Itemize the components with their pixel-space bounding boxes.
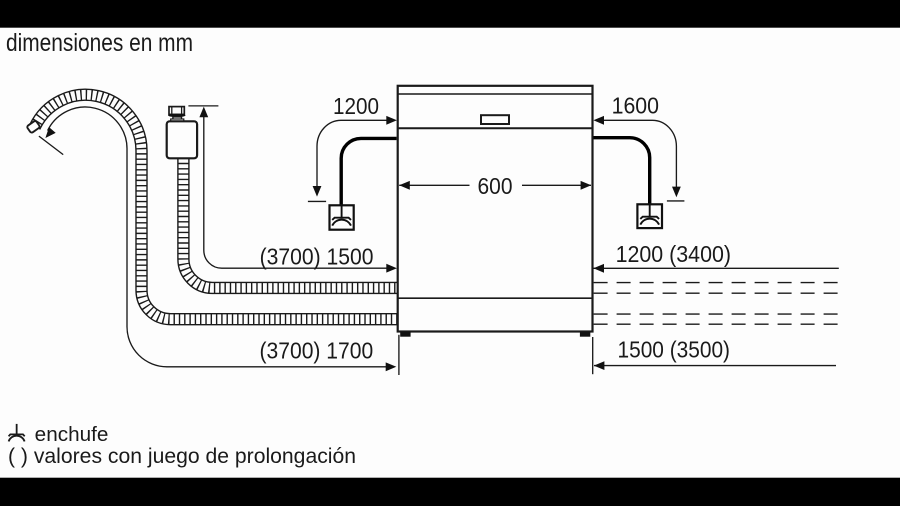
svg-text:1600: 1600 [612, 93, 659, 119]
svg-text:1500 (3500): 1500 (3500) [618, 336, 731, 362]
svg-text:(3700) 1500: (3700) 1500 [260, 244, 374, 270]
svg-text:600: 600 [478, 173, 513, 199]
svg-text:enchufe: enchufe [35, 424, 109, 446]
svg-text:(3700) 1700: (3700) 1700 [260, 337, 374, 363]
svg-text:dimensiones en mm: dimensiones en mm [6, 29, 193, 57]
svg-text:1200: 1200 [333, 93, 379, 119]
svg-text:1200 (3400): 1200 (3400) [616, 241, 731, 267]
svg-text:( ) valores con juego de prolo: ( ) valores con juego de prolongación [8, 445, 356, 468]
